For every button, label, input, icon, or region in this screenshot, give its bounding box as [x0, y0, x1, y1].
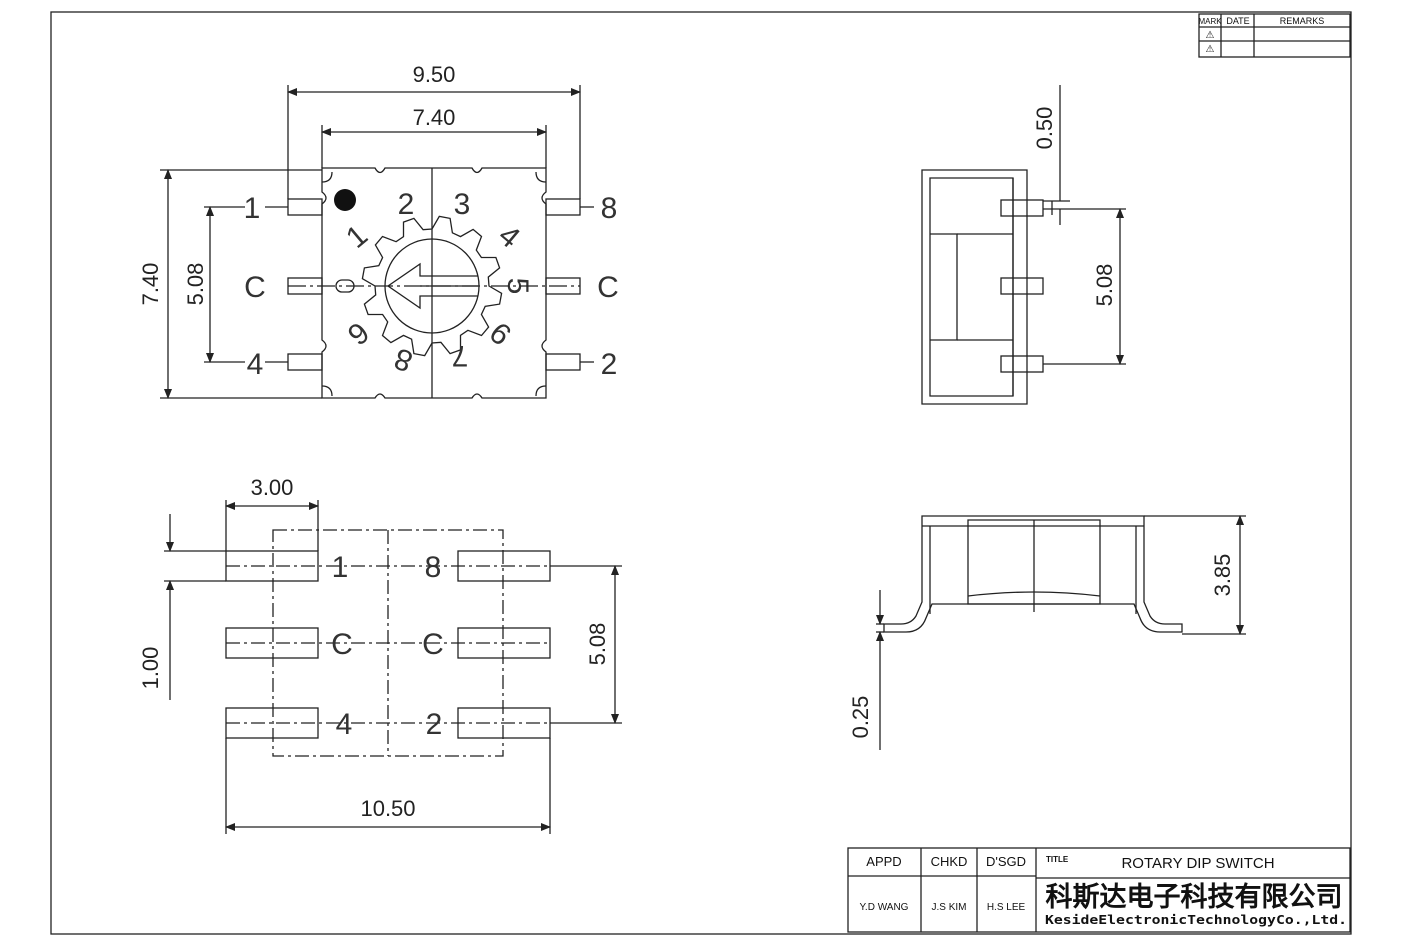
warning-icon: ⚠: [1206, 44, 1215, 55]
side-view: 0.50 5.08: [921, 85, 1126, 405]
pin-label-left-bot: 4: [247, 348, 264, 381]
footprint-label-right-top: 8: [425, 551, 442, 584]
rev-header-mark: MARK: [1198, 17, 1222, 26]
dial-digit: 9: [484, 315, 518, 351]
company-name-english: KesideElectronicTechnologyCo.,Ltd.: [1045, 913, 1347, 927]
dial-digit: 6: [341, 315, 375, 351]
pin-label-right-top: 8: [601, 192, 618, 225]
dim-top-pitch: 5.08: [183, 263, 208, 306]
dim-top-width-outer: 9.50: [413, 62, 456, 87]
dim-pad-width: 3.00: [251, 475, 294, 500]
footprint-label-right-bot: 2: [426, 708, 443, 741]
footprint-label-left-top: 1: [332, 551, 349, 584]
corner-feature: [321, 171, 333, 183]
revision-table: MARK DATE REMARKS ⚠ ⚠: [1198, 13, 1351, 58]
top-view: 1 2 3 4 5 6 7 8 9 1 C 4 8 C 2: [138, 62, 619, 399]
warning-icon: ⚠: [1206, 30, 1215, 41]
dial-digit: 8: [390, 341, 417, 378]
title-header-chkd: CHKD: [931, 854, 968, 869]
corner-feature: [535, 171, 547, 183]
dim-side-pitch: 5.08: [1092, 264, 1117, 307]
dim-lead-thickness: 0.25: [848, 696, 873, 739]
dial-digit: 3: [454, 188, 471, 221]
approver-name: Y.D WANG: [860, 902, 909, 913]
checker-name: J.S KIM: [931, 902, 966, 913]
pin-lead: [545, 353, 581, 371]
pin-lead: [287, 198, 323, 216]
dial-digit: 4: [492, 219, 526, 255]
dial-digit: 1: [340, 219, 374, 255]
pin-lead: [287, 353, 323, 371]
footprint-view: 1 C 4 8 C 2 3.00 1.00 5.08 10.50: [138, 475, 622, 834]
dim-footprint-width: 10.50: [360, 796, 415, 821]
pin1-marker-dot: [334, 189, 356, 211]
pin-label-right-mid: C: [597, 271, 619, 304]
pin-label-right-bot: 2: [601, 348, 618, 381]
front-view: 3.85 0.25: [848, 515, 1246, 750]
corner-feature: [535, 385, 547, 397]
dim-top-width-inner: 7.40: [413, 105, 456, 130]
side-lead: [1000, 277, 1044, 295]
dim-footprint-pitch: 5.08: [585, 623, 610, 666]
dial-digit: 7: [452, 339, 469, 372]
footprint-label-left-mid: C: [331, 628, 353, 661]
corner-feature: [321, 385, 333, 397]
drawing-title: ROTARY DIP SWITCH: [1121, 855, 1274, 872]
footprint-label-left-bot: 4: [336, 708, 353, 741]
side-body-outline: [921, 169, 1028, 405]
side-lead: [1000, 199, 1044, 217]
pin-label-left-mid: C: [244, 271, 266, 304]
company-name-chinese: 科斯达电子科技有限公司: [1046, 882, 1343, 913]
side-lead: [1000, 355, 1044, 373]
dim-top-height: 7.40: [138, 263, 163, 306]
dial-digit: 5: [501, 278, 534, 295]
front-knob: [967, 519, 1101, 605]
pin-lead: [545, 198, 581, 216]
front-body-outline: [883, 515, 1183, 633]
title-header-dsgd: D'SGD: [986, 854, 1026, 869]
dial-digit: 2: [398, 188, 415, 221]
dim-body-height: 3.85: [1210, 554, 1235, 597]
front-knob-curve: [967, 591, 1101, 597]
title-header-appd: APPD: [866, 854, 901, 869]
rev-header-remarks: REMARKS: [1280, 16, 1325, 26]
footprint-label-right-mid: C: [422, 628, 444, 661]
designer-name: H.S LEE: [987, 902, 1026, 913]
switch-body-outline: [321, 167, 547, 399]
pin-label-left-top: 1: [244, 192, 261, 225]
drawing-frame: [50, 11, 1352, 935]
title-block: APPD CHKD D'SGD TITLE Y.D WANG J.S KIM H…: [847, 847, 1351, 933]
dim-pad-height: 1.00: [138, 647, 163, 690]
side-recess: [930, 233, 958, 341]
dim-side-top: 0.50: [1032, 107, 1057, 150]
title-header-title: TITLE: [1046, 855, 1069, 864]
rev-header-date: DATE: [1226, 16, 1249, 26]
